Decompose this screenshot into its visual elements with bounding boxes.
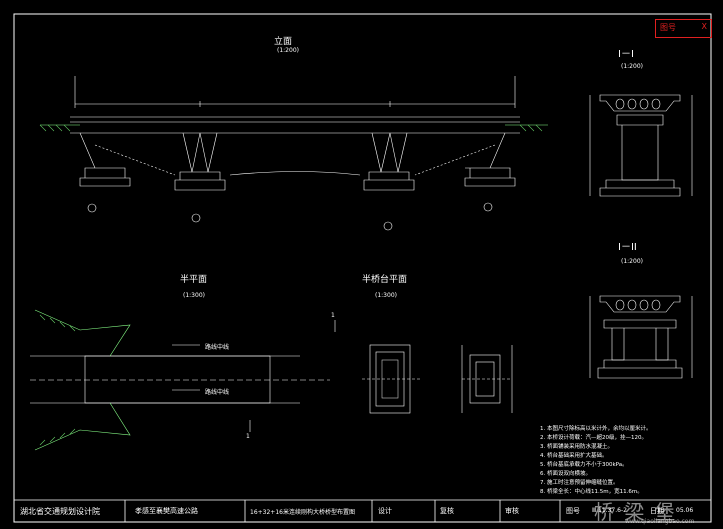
check-label: 复核 xyxy=(440,507,454,515)
note-line: 8. 桥梁全长：中心线11.5m，宽11.6m。 xyxy=(540,489,643,495)
elevation-title: 立面 xyxy=(274,37,293,47)
watermark-url: www.qiaoliangbao.com xyxy=(625,518,695,525)
half-plan-view xyxy=(30,309,336,451)
note-line: 6. 桥面设双向横坡。 xyxy=(540,471,591,477)
review-label: 审核 xyxy=(505,507,519,515)
stamp-right-text: X xyxy=(701,22,707,31)
note-line: 7. 施工时注意预留伸缩缝位置。 xyxy=(540,480,619,486)
design-label: 设计 xyxy=(378,507,392,515)
section-two-title: I－II xyxy=(618,242,637,253)
note-line: 2. 本桥设计荷载：汽—超20级，挂—120。 xyxy=(540,435,647,441)
section-two xyxy=(589,295,693,379)
institute-name: 湖北省交通规划设计院 xyxy=(20,507,100,516)
plan-arrow-left-label: 1 xyxy=(246,433,250,440)
drawing-number-label: 图号 xyxy=(566,507,580,515)
half-plan-scale: (1:300) xyxy=(183,292,205,299)
section-one-title: I－I xyxy=(618,49,634,60)
drawing-number-value: Ⅲ.11.37.6-2 xyxy=(592,507,627,514)
date-label: 日期 xyxy=(650,507,664,515)
section-two-scale: (1:200) xyxy=(621,258,643,265)
drawing-name: 16+32+16米连续刚构大桥桥型布置图 xyxy=(250,509,355,516)
date-value: 05.06 xyxy=(676,507,694,514)
note-line: 1. 本图尺寸除标高以米计外，余均以厘米计。 xyxy=(540,426,652,432)
half-abutment-plan-scale: (1:300) xyxy=(375,292,397,299)
title-block xyxy=(14,499,711,522)
note-line: 5. 桥台基底承载力不小于300kPa。 xyxy=(540,462,628,468)
half-abutment-plan xyxy=(362,344,513,414)
stamp-left-text: 图号 xyxy=(660,23,676,32)
note-line: 3. 桥面铺装采用防水混凝土。 xyxy=(540,444,613,450)
project-name: 孝感至襄樊高速公路 xyxy=(135,507,198,515)
section-one xyxy=(589,94,693,197)
section-one-scale: (1:200) xyxy=(621,63,643,70)
half-abutment-plan-title: 半桥台平面 xyxy=(362,275,408,285)
watermark-logo: 桥 梁 堡 xyxy=(594,500,677,524)
review-stamp: 图号 X xyxy=(655,19,712,38)
half-plan-title: 半平面 xyxy=(180,275,208,285)
elevation-scale: (1:200) xyxy=(277,47,299,54)
note-line: 4. 桥台基础采用扩大基础。 xyxy=(540,453,608,459)
plan-label-top: 路线中线 xyxy=(205,344,230,351)
elevation-view xyxy=(39,76,548,231)
plan-arrow-right-label: 1 xyxy=(331,312,335,319)
plan-label-bottom: 路线中线 xyxy=(205,389,230,396)
drawing-frame xyxy=(13,13,712,523)
